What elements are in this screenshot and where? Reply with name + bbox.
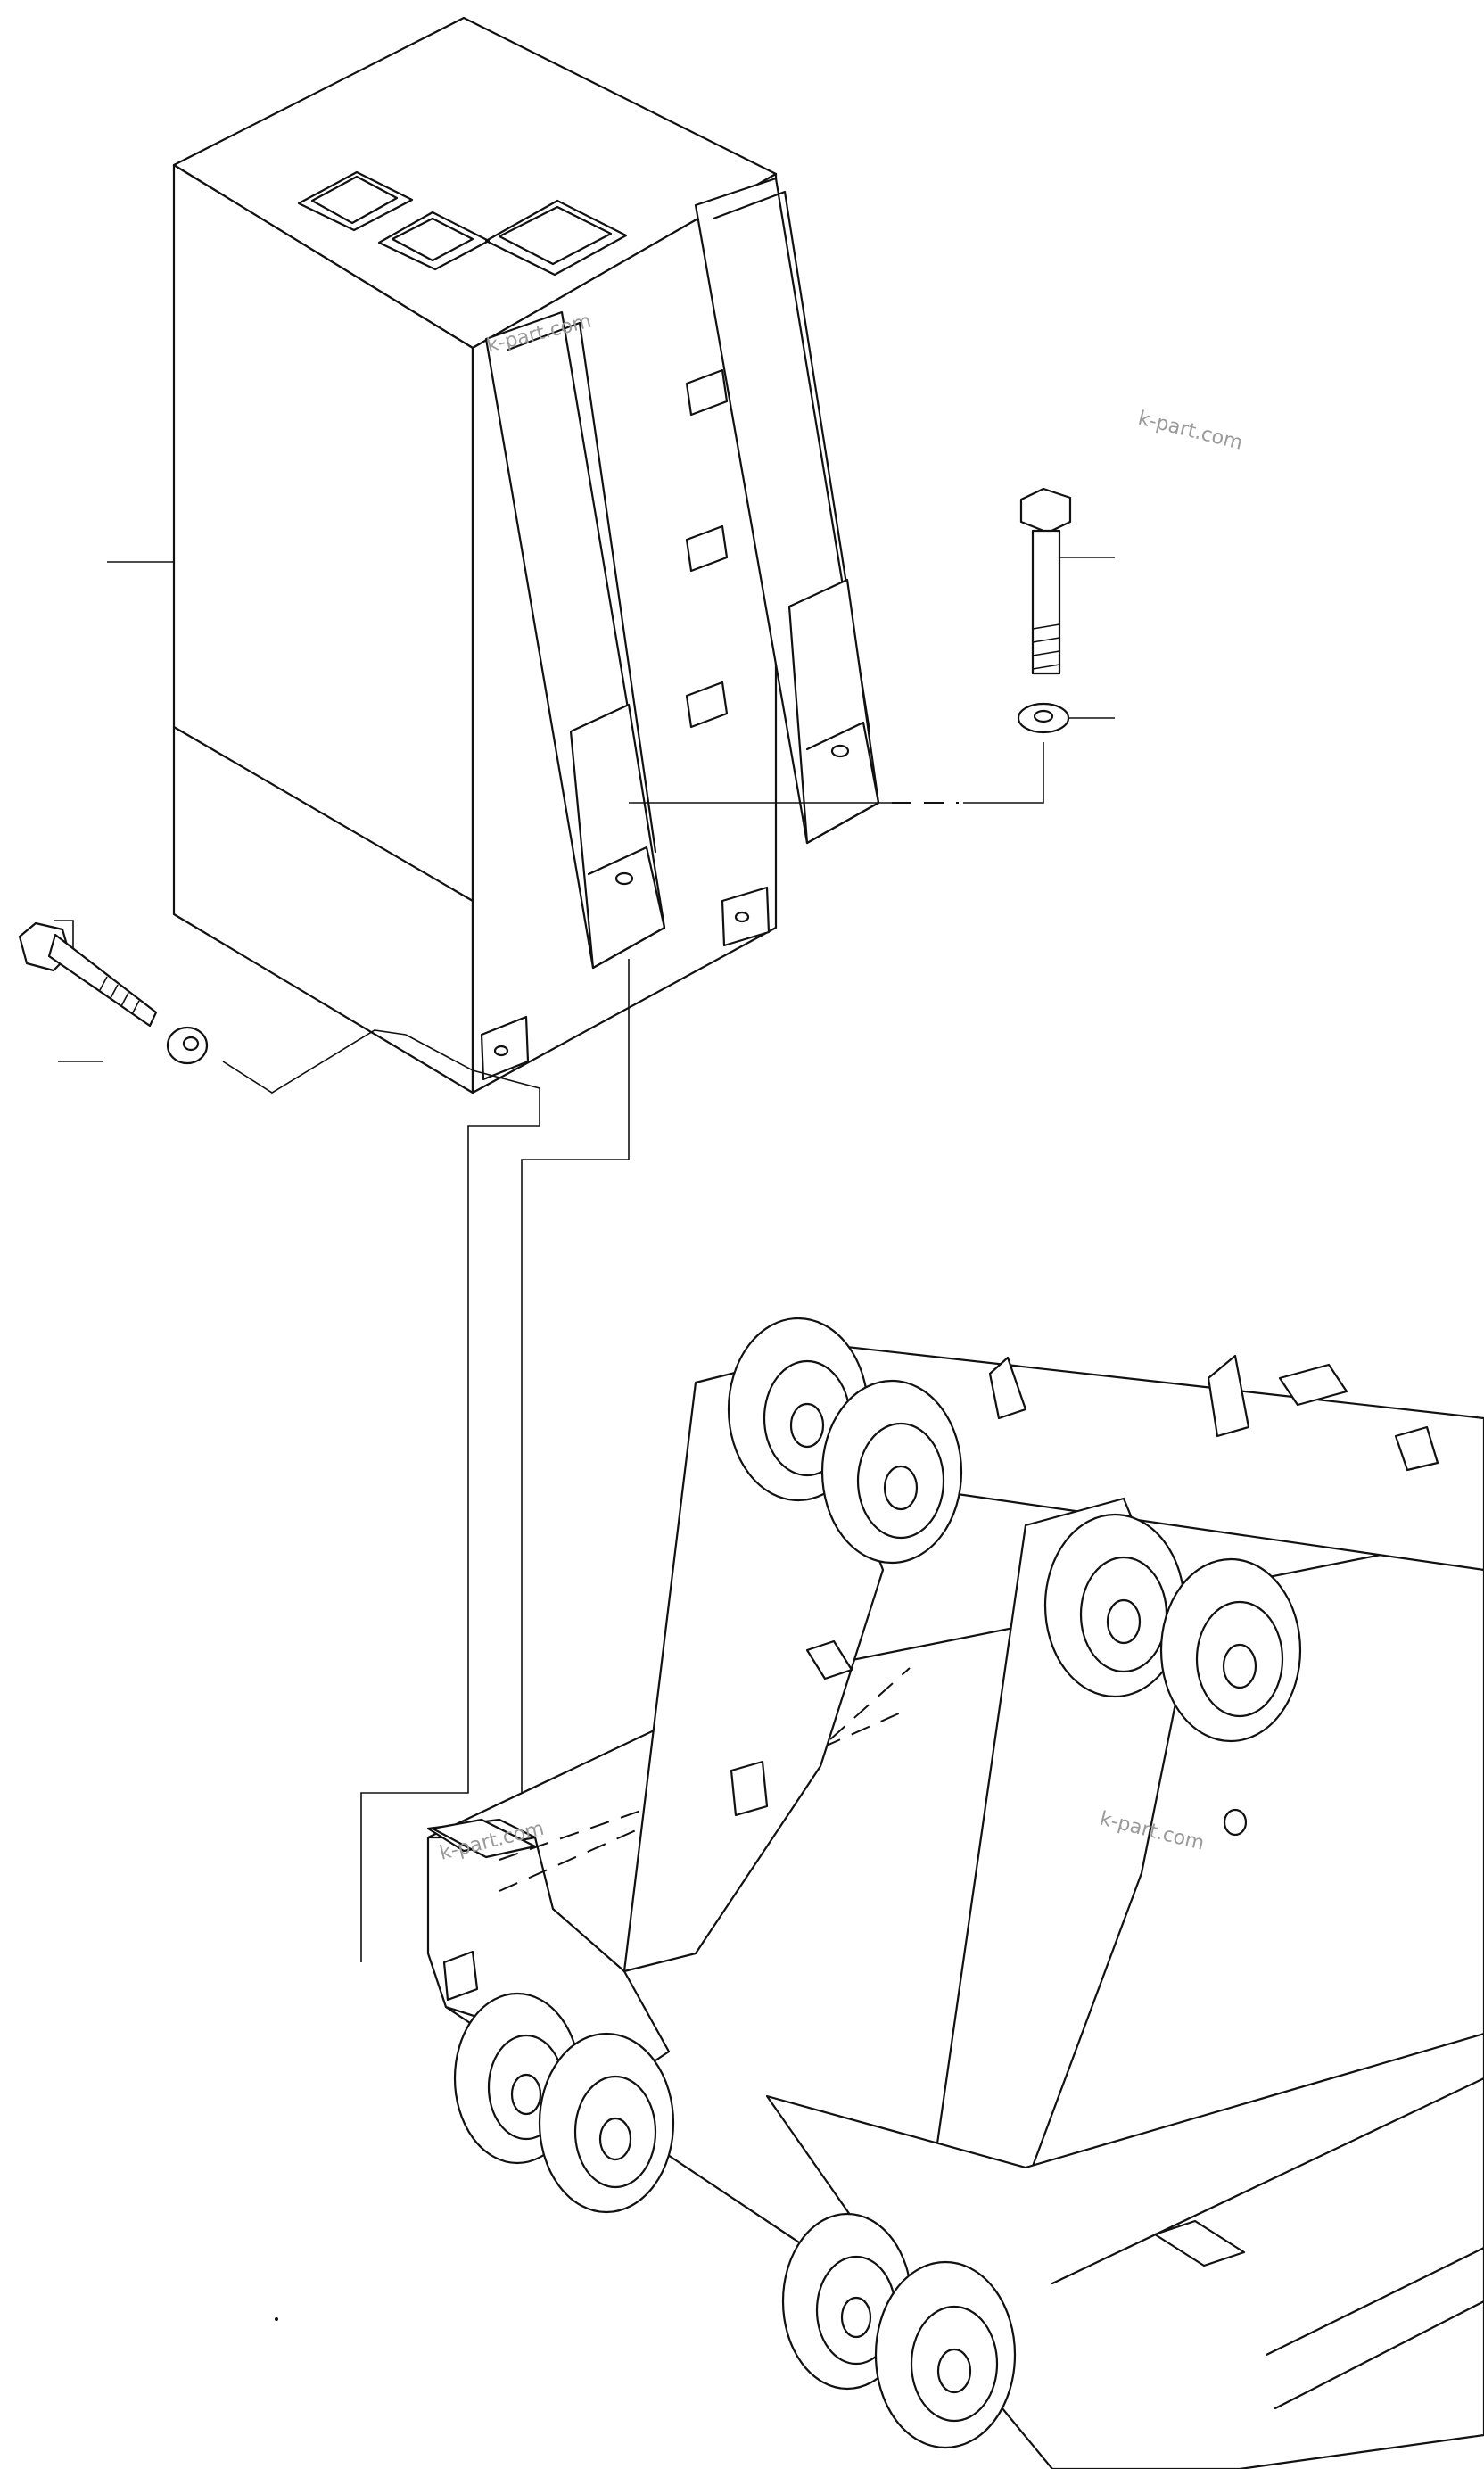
bolt-right-icon	[1019, 487, 1072, 675]
washer-left-icon	[166, 1026, 209, 1065]
hinge-boss-8	[874, 2260, 1017, 2449]
watermark: k-part.com	[1136, 408, 1245, 455]
upper-frame	[426, 1336, 1484, 2469]
dot-mark	[275, 2317, 278, 2321]
side-brackets	[480, 368, 771, 1081]
lifting-lug-left	[484, 310, 666, 970]
lifting-lug-right	[694, 177, 880, 845]
washer-right-icon	[1017, 702, 1070, 734]
boom-hinge-bosses	[453, 1317, 1302, 2449]
hinge-boss-6	[538, 2032, 675, 2214]
hinge-boss-2	[820, 1379, 963, 1565]
counterweight-block	[172, 16, 778, 1094]
top-cover-plates	[297, 170, 628, 277]
hinge-boss-4	[1159, 1557, 1302, 1743]
bolt-left-icon	[18, 921, 158, 1028]
